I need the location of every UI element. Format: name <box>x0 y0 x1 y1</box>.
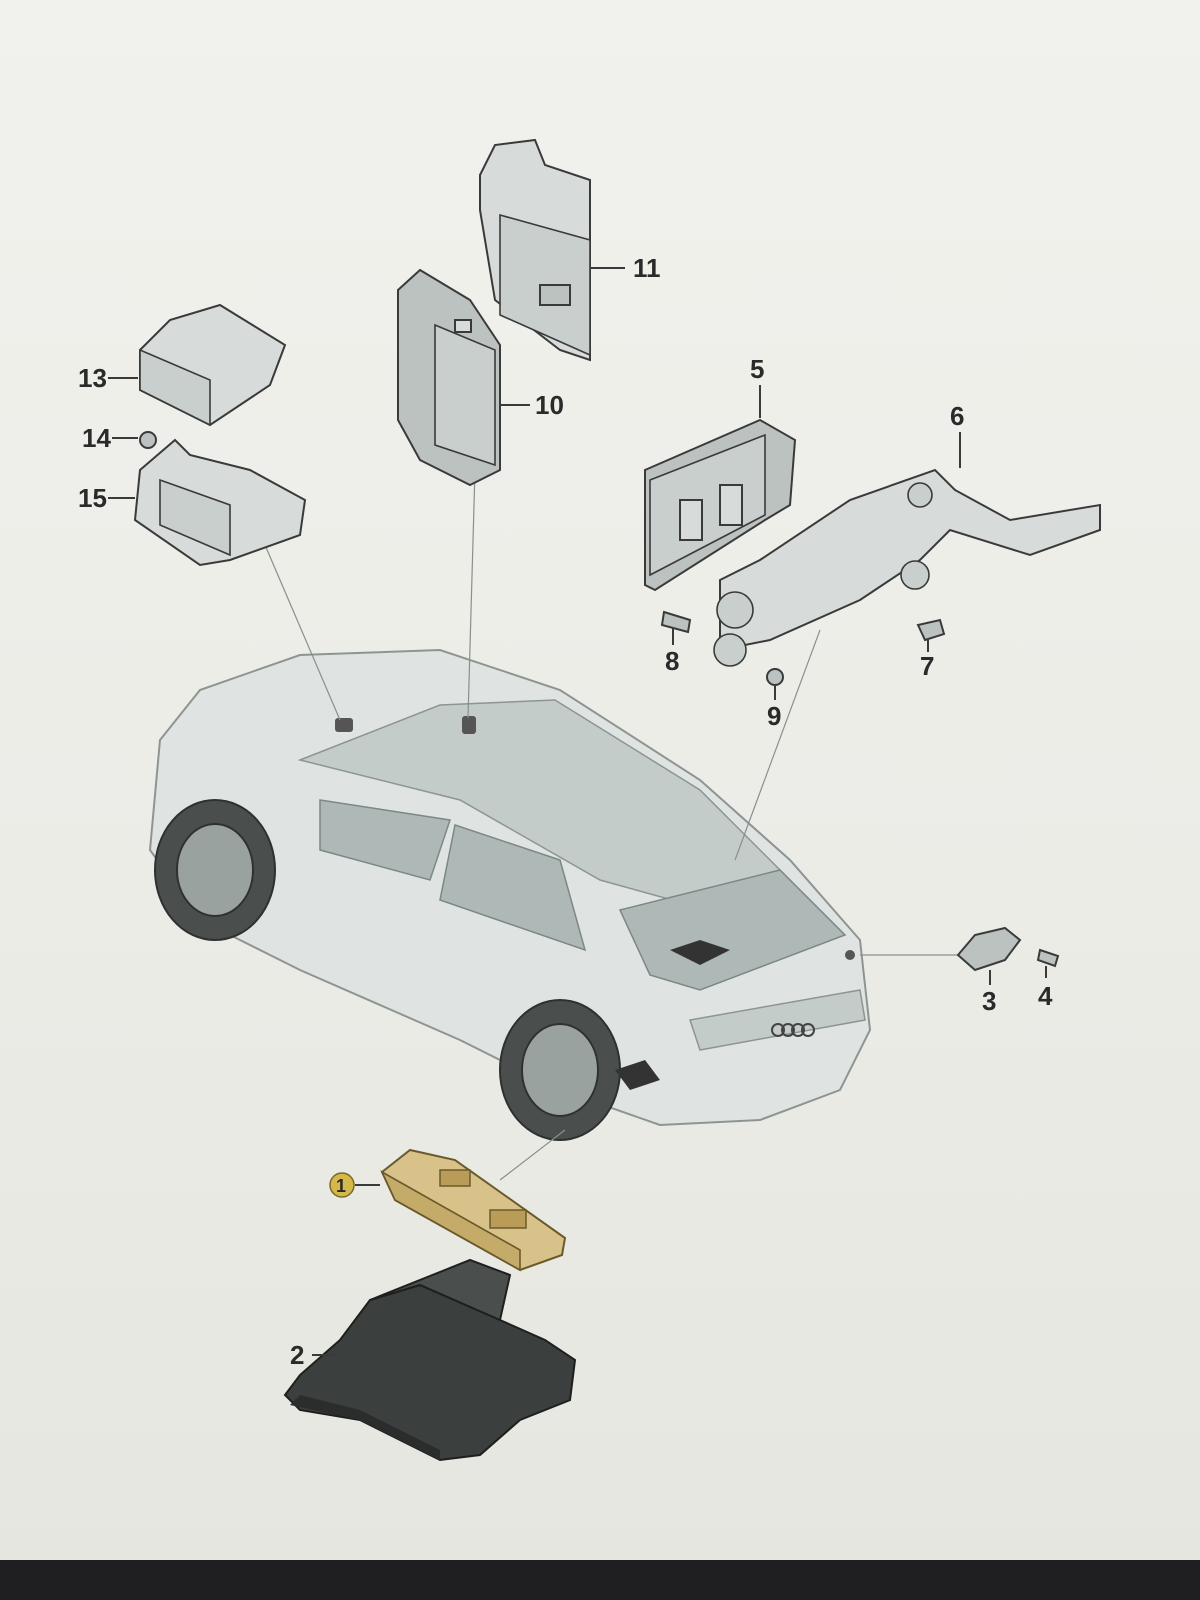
callout-10[interactable]: 10 <box>535 390 564 420</box>
part-6-bracket <box>713 432 1101 667</box>
part-9-nut <box>766 668 784 700</box>
part-10-module <box>397 268 530 487</box>
callout-5[interactable]: 5 <box>750 354 764 384</box>
part-2-holder <box>283 1258 577 1462</box>
part-7-screw <box>916 618 946 652</box>
callout-1[interactable]: 1 <box>336 1176 346 1196</box>
part-13-control-unit <box>108 303 287 427</box>
callout-14[interactable]: 14 <box>82 423 111 453</box>
part-4-screw <box>1036 948 1060 978</box>
callout-2[interactable]: 2 <box>290 1340 304 1370</box>
guide-lines <box>264 469 960 1181</box>
part-3-sensor <box>956 926 1022 985</box>
callout-13[interactable]: 13 <box>78 363 107 393</box>
part-5-control-unit <box>644 385 797 592</box>
part-8-bolt <box>660 610 692 645</box>
callout-15[interactable]: 15 <box>78 483 107 513</box>
part-11-bracket <box>479 138 625 362</box>
callout-3[interactable]: 3 <box>982 986 996 1016</box>
callout-4[interactable]: 4 <box>1038 981 1053 1011</box>
part-15-holder <box>108 438 307 567</box>
part-1-module <box>355 1148 567 1272</box>
callout-labels: 11 10 13 14 15 5 6 7 8 9 3 4 1 2 <box>78 253 1053 1370</box>
callout-8[interactable]: 8 <box>665 646 679 676</box>
callout-6[interactable]: 6 <box>950 401 964 431</box>
callout-11[interactable]: 11 <box>633 253 661 283</box>
monitor-bezel <box>0 1560 1200 1600</box>
part-14-nut <box>112 431 157 449</box>
vehicle-illustration <box>148 648 872 1141</box>
callout-1-highlight[interactable] <box>329 1172 355 1198</box>
callout-7[interactable]: 7 <box>920 651 934 681</box>
callout-9[interactable]: 9 <box>767 701 781 731</box>
